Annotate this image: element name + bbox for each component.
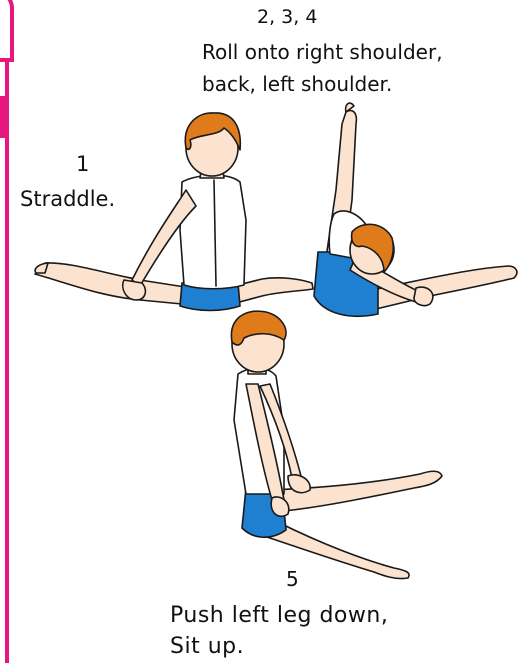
figure-sit-up: [0, 0, 527, 663]
